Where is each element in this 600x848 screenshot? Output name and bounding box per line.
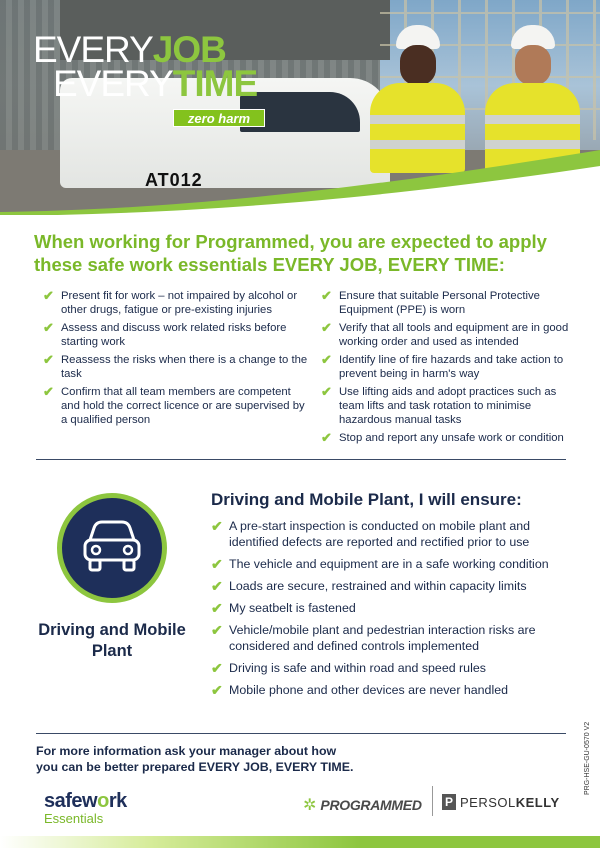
check-icon: ✔	[321, 320, 332, 335]
list-item: ✔Loads are secure, restrained and within…	[211, 578, 527, 594]
section-divider	[36, 459, 566, 460]
worker-figure-2	[485, 25, 580, 173]
more-info-line-1: For more information ask your manager ab…	[36, 744, 337, 758]
persolkelly-logo: P PERSOLKELLY	[442, 794, 560, 810]
list-item: ✔Identify line of fire hazards and take …	[321, 352, 564, 381]
slogan-every-2: EVERY	[53, 63, 174, 104]
driving-list: ✔A pre-start inspection is conducted on …	[211, 518, 571, 704]
check-icon: ✔	[211, 518, 223, 534]
list-item: ✔Reassess the risks when there is a chan…	[43, 352, 308, 381]
programmed-star-icon: ✲	[303, 797, 317, 814]
document-reference: PRG-HSE-GU-0570 V2	[584, 721, 591, 795]
essentials-list-right: ✔Ensure that suitable Personal Protectiv…	[321, 289, 581, 449]
check-icon: ✔	[321, 288, 332, 303]
check-icon: ✔	[43, 384, 54, 399]
slogan-job: JOB	[152, 29, 227, 70]
check-icon: ✔	[211, 556, 223, 572]
more-info-line-2: you can be better prepared EVERY JOB, EV…	[36, 760, 354, 774]
check-icon: ✔	[321, 384, 332, 399]
check-icon: ✔	[211, 578, 223, 594]
building-roof	[60, 0, 390, 60]
list-item: ✔Stop and report any unsafe work or cond…	[321, 430, 564, 445]
list-item: ✔Confirm that all team members are compe…	[43, 384, 305, 427]
check-icon: ✔	[211, 682, 223, 698]
driving-badge	[57, 493, 167, 603]
list-item: ✔Mobile phone and other devices are neve…	[211, 682, 508, 698]
hero-image: AT012 zero harm EVERYJOB EVERYTIME	[0, 0, 600, 215]
logo-divider	[432, 786, 433, 816]
safework-logo-subtitle: Essentials	[44, 811, 104, 826]
bottom-green-bar	[0, 836, 600, 848]
check-icon: ✔	[321, 352, 332, 367]
list-item: ✔Assess and discuss work related risks b…	[43, 320, 287, 349]
check-icon: ✔	[43, 352, 54, 367]
footer-divider	[36, 733, 566, 734]
safework-o-icon: o	[97, 790, 109, 812]
list-item: ✔Present fit for work – not impaired by …	[43, 288, 298, 317]
programmed-logo: ✲ PROGRAMMED	[303, 797, 422, 814]
check-icon: ✔	[321, 430, 332, 445]
worker-figure-1	[370, 25, 465, 173]
check-icon: ✔	[211, 622, 223, 638]
car-icon	[83, 520, 141, 572]
essentials-list-left: ✔Present fit for work – not impaired by …	[43, 289, 311, 431]
list-item: ✔A pre-start inspection is conducted on …	[211, 518, 530, 549]
persolkelly-p-icon: P	[442, 794, 456, 810]
check-icon: ✔	[211, 600, 223, 616]
slogan: EVERYJOB EVERYTIME	[33, 31, 258, 104]
slogan-every-1: EVERY	[33, 29, 154, 70]
check-icon: ✔	[211, 660, 223, 676]
badge-title: Driving and Mobile Plant	[38, 621, 186, 660]
list-item: ✔Ensure that suitable Personal Protectiv…	[321, 288, 540, 317]
zero-harm-logo: zero harm	[173, 109, 265, 127]
check-icon: ✔	[43, 320, 54, 335]
check-icon: ✔	[43, 288, 54, 303]
list-item: ✔My seatbelt is fastened	[211, 600, 356, 616]
slogan-time: TIME	[172, 63, 258, 104]
list-item: ✔Verify that all tools and equipment are…	[321, 320, 569, 349]
green-swoosh	[0, 150, 600, 215]
truck-plate: AT012	[145, 170, 203, 190]
safework-logo: safework	[44, 790, 127, 812]
list-item: ✔Vehicle/mobile plant and pedestrian int…	[211, 622, 536, 653]
list-item: ✔Use lifting aids and adopt practices su…	[321, 384, 557, 427]
driving-heading: Driving and Mobile Plant, I will ensure:	[211, 490, 522, 509]
list-item: ✔Driving is safe and within road and spe…	[211, 660, 486, 676]
intro-heading: When working for Programmed, you are exp…	[34, 231, 547, 275]
list-item: ✔The vehicle and equipment are in a safe…	[211, 556, 549, 572]
more-info-text: For more information ask your manager ab…	[36, 743, 353, 775]
